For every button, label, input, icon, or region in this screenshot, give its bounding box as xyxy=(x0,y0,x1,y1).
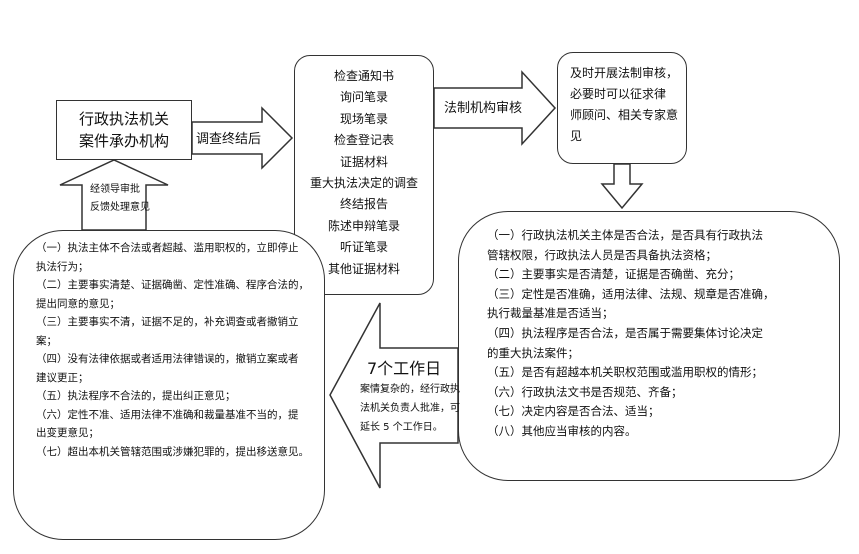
opinion-item: （一）执法主体不合法或者超越、滥用职权的，立即停止 xyxy=(36,242,299,254)
review-note-line: 师顾问、相关专家意 xyxy=(570,108,679,122)
label-investigation-end: 调查终结后 xyxy=(196,132,262,147)
opinion-item: （四）没有法律依据或者适用法律错误的，撤销立案或者 xyxy=(36,353,299,365)
evidence-item: 现场笔录 xyxy=(339,111,388,126)
label-complex-line: 案情复杂的，经行政执 xyxy=(360,384,460,395)
evidence-item: 检查登记表 xyxy=(333,133,394,148)
review-opinions-box: （一）执法主体不合法或者超越、滥用职权的，立即停止 执法行为； （二）主要事实清… xyxy=(13,230,325,540)
opinion-item: 提出同意的意见； xyxy=(36,297,120,310)
arrow-legal-review xyxy=(433,70,557,146)
check-item: 执行裁量基准是否适当； xyxy=(487,306,614,321)
evidence-item: 终结报告 xyxy=(339,197,388,212)
label-complex-case: 案情复杂的，经行政执 法机关负责人批准，可 延长 5 个工作日。 xyxy=(360,380,460,437)
review-note-line: 见 xyxy=(570,129,583,143)
evidence-item: 询问笔录 xyxy=(339,90,388,105)
check-item: （四）执法程序是否合法，是否属于需要集体讨论决定 xyxy=(487,325,763,340)
agency-box: 行政执法机关 案件承办机构 xyxy=(56,100,192,160)
label-approval-line: 经领导审批 xyxy=(90,184,140,195)
label-complex-line: 法机关负责人批准，可 xyxy=(360,403,460,414)
agency-line2: 案件承办机构 xyxy=(78,132,169,150)
label-complex-line: 延长 5 个工作日。 xyxy=(360,422,443,433)
label-approval: 经领导审批 反馈处理意见 xyxy=(90,181,150,217)
arrow-approval xyxy=(59,159,169,231)
check-item: （八）其他应当审核的内容。 xyxy=(487,423,637,438)
opinion-item: 执法行为； xyxy=(36,260,89,273)
opinion-item: 建议更正； xyxy=(36,371,89,384)
label-legal-review: 法制机构审核 xyxy=(444,101,523,116)
review-note-box: 及时开展法制审核， 必要时可以征求律 师顾问、相关专家意 见 xyxy=(557,52,687,164)
arrow-work-days xyxy=(329,302,459,489)
opinion-item: （五）执法程序不合法的，提出纠正意见； xyxy=(36,390,236,402)
opinion-item: （三）主要事实不清，证据不足的，补充调查或者撤销立 xyxy=(36,316,299,328)
arrow-investigation-end xyxy=(191,106,294,170)
label-work-days: 7个工作日 xyxy=(367,359,442,378)
evidence-item: 证据材料 xyxy=(339,154,388,169)
review-checks-box: （一）行政执法机关主体是否合法，是否具有行政执法 管辖权限，行政执法人员是否具备… xyxy=(458,211,840,481)
opinion-item: 出变更意见； xyxy=(36,427,99,439)
check-item: （七）决定内容是否合法、适当； xyxy=(487,404,660,419)
check-item: （一）行政执法机关主体是否合法，是否具有行政执法 xyxy=(487,228,763,242)
evidence-item: 重大执法决定的调查 xyxy=(309,176,418,191)
opinion-item: 案； xyxy=(36,334,57,347)
agency-line1: 行政执法机关 xyxy=(78,110,169,128)
opinion-item: （六）定性不准、适用法律不准确和裁量基准不当的，提 xyxy=(36,408,299,421)
arrow-down-to-checks xyxy=(600,163,644,210)
evidence-item: 检查通知书 xyxy=(333,69,394,83)
check-item: 的重大执法案件； xyxy=(487,345,579,360)
opinion-item: （七）超出本机关管辖范围或涉嫌犯罪的，提出移送意见。 xyxy=(36,445,309,458)
check-item: （六）行政执法文书是否规范、齐备； xyxy=(487,384,683,399)
review-note-line: 必要时可以征求律 xyxy=(570,87,667,101)
check-item: 管辖权限，行政执法人员是否具备执法资格； xyxy=(487,247,717,262)
check-item: （二）主要事实是否清楚，证据是否确凿、充分； xyxy=(487,267,740,282)
review-note-line: 及时开展法制审核， xyxy=(570,66,679,80)
check-item: （五）是否有超越本机关职权范围或滥用职权的情形； xyxy=(487,365,763,380)
evidence-item: 听证笔录 xyxy=(339,240,388,255)
evidence-item: 其他证据材料 xyxy=(327,261,400,276)
evidence-item: 陈述申辩笔录 xyxy=(327,218,400,233)
opinion-item: （二）主要事实清楚、证据确凿、定性准确、程序合法的， xyxy=(36,279,309,291)
label-approval-line: 反馈处理意见 xyxy=(90,202,150,213)
check-item: （三）定性是否准确，适用法律、法规、规章是否准确， xyxy=(487,286,775,301)
